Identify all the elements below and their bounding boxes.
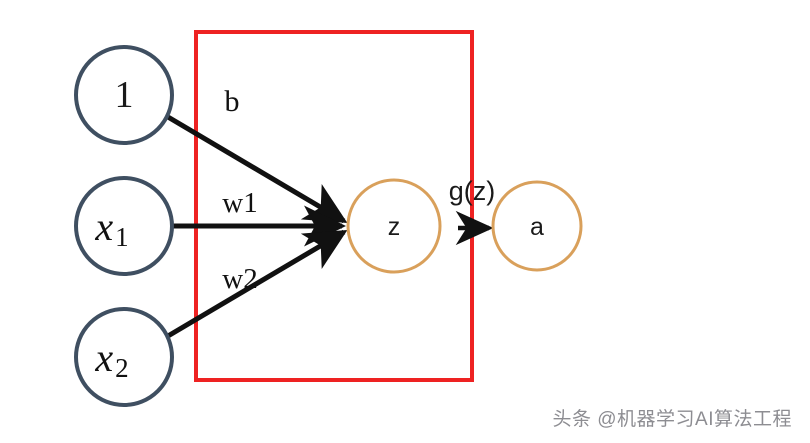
edge-label-w1: w1 (222, 187, 257, 219)
edge-bias-to-z (166, 114, 348, 224)
node-x1-base: x (94, 204, 113, 249)
node-x2-subscript: 2 (115, 353, 129, 383)
node-a (491, 180, 583, 272)
node-x2-label: x2 (94, 335, 128, 384)
node-bias (74, 45, 174, 145)
node-z (346, 178, 442, 274)
node-z-label: z (388, 213, 401, 241)
edge-x2-to-z (166, 229, 348, 339)
node-x1 (74, 176, 174, 276)
edge-label-w2: w2 (222, 263, 257, 295)
node-a-label: a (530, 213, 544, 241)
node-x1-label: x1 (94, 204, 128, 253)
node-x2-base: x (94, 335, 113, 380)
edge-label-b: b (225, 85, 240, 118)
node-x2 (74, 307, 174, 407)
highlight-box (194, 30, 474, 382)
edge-label-gz: g(z) (449, 176, 496, 206)
watermark: 头条 @机器学习AI算法工程 (552, 409, 792, 430)
node-bias-label: 1 (115, 74, 134, 116)
node-x1-subscript: 1 (115, 222, 129, 252)
